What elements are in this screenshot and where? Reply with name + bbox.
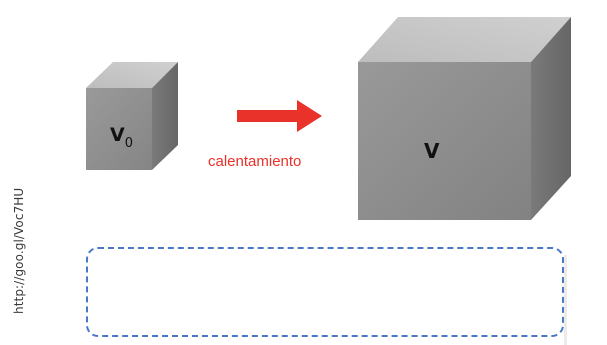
heating-arrow (237, 100, 322, 132)
small-cube-label-subscript: 0 (125, 136, 133, 151)
small-cube-top-face (86, 62, 178, 88)
small-cube-front-face (86, 88, 152, 170)
arrow-head-icon (297, 100, 322, 132)
small-cube: V0 (86, 62, 178, 170)
large-cube-volume-label: V (424, 139, 440, 163)
small-cube-side-face (152, 62, 178, 170)
large-cube-front-face (358, 62, 531, 220)
heating-caption: calentamiento (208, 153, 301, 170)
large-cube-top-face (358, 17, 571, 62)
heating-expansion-diagram: V0 calentamiento V (86, 17, 571, 220)
large-cube-side-face (531, 17, 571, 220)
small-cube-volume-label: V0 (110, 124, 133, 151)
large-cube: V (358, 17, 571, 220)
small-cube-label-main: V (110, 124, 125, 146)
arrow-shaft (237, 110, 299, 122)
